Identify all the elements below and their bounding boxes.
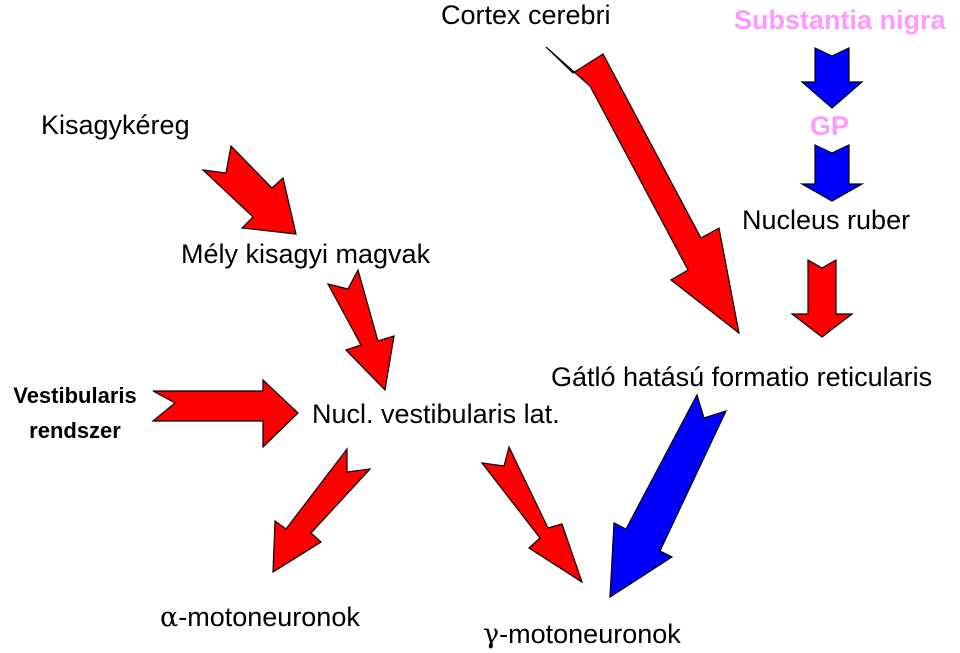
substantia-nigra-to-gp-arrow: [800, 47, 864, 109]
label-gatlo-hatasu-formatio-reticularis: Gátló hatású formatio reticularis: [551, 362, 933, 392]
label-vestibularis-rendszer-line2: rendszer: [29, 418, 121, 443]
vestibularis-rendszer-to-nucl-arrow: [151, 378, 299, 449]
label-cortex-cerebri: Cortex cerebri: [441, 0, 611, 30]
gp-to-nucleus-ruber-arrow: [799, 144, 865, 202]
gamma-label-text: -motoneuronok: [499, 619, 681, 649]
label-kisagykereg: Kisagykéreg: [41, 110, 190, 140]
gamma-symbol: γ: [483, 619, 500, 650]
label-alpha-motoneuronok: α-motoneuronok: [160, 602, 360, 633]
label-mely-kisagyi-magvak: Mély kisagyi magvak: [181, 239, 431, 269]
mely-kisagyi-to-nucl-vestibularis-arrow: [326, 268, 395, 392]
label-nucleus-ruber: Nucleus ruber: [742, 205, 911, 235]
alpha-symbol: α: [160, 602, 179, 633]
nucleus-ruber-to-reticular-arrow: [790, 258, 854, 338]
nucl-to-gamma-arrow: [480, 445, 584, 584]
alpha-label-text: -motoneuronok: [178, 602, 360, 632]
label-gp: GP: [810, 111, 850, 141]
label-nucl-vestibularis-lat: Nucl. vestibularis lat.: [312, 399, 560, 429]
label-substantia-nigra: Substantia nigra: [734, 5, 946, 35]
kisagykereg-to-mely-kisagyi-arrow: [201, 144, 297, 235]
cortex-to-reticular-arrow: [545, 46, 740, 335]
label-vestibularis-rendszer-line1: Vestibularis: [13, 383, 137, 408]
label-gamma-motoneuronok: γ-motoneuronok: [483, 619, 681, 650]
reticular-to-gamma-arrow: [609, 393, 728, 599]
nucl-to-alpha-arrow: [272, 447, 372, 574]
